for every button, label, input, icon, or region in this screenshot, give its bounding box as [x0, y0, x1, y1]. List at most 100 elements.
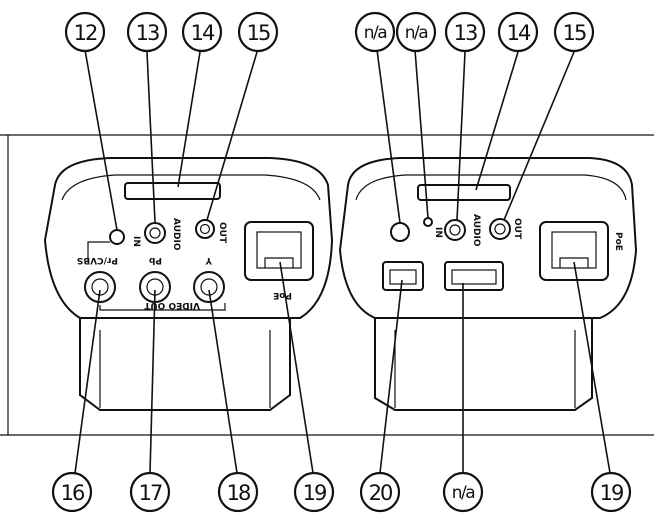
callout-number: n/a: [405, 23, 428, 43]
leader-line: [206, 51, 258, 221]
outline-detail: [389, 269, 417, 285]
callout-ring: [590, 471, 632, 513]
callout-number: n/a: [452, 483, 475, 503]
callout-ring: [442, 471, 484, 513]
callout-number: n/a: [364, 23, 387, 43]
leader-line: [149, 289, 156, 474]
callout-ring: [359, 471, 401, 513]
leader-lines: [74, 49, 611, 474]
callout-13: 13: [126, 11, 168, 53]
outline-detail: [451, 269, 497, 285]
callout-number: 18: [227, 481, 250, 505]
leader-line: [475, 51, 519, 191]
outline-detail: [264, 257, 294, 268]
callout-number: 13: [454, 21, 477, 45]
outline-detail: [149, 227, 161, 239]
right-top-slot: [417, 184, 511, 201]
callouts-top-right: n/a n/a 13 14 15: [354, 11, 595, 53]
callout-12: 12: [64, 11, 106, 53]
callout-number: 14: [507, 21, 531, 45]
leader-line: [456, 51, 466, 221]
callouts-bottom-right: 20 n/a 19: [359, 471, 632, 513]
leader-line: [279, 261, 314, 474]
callout-ring: [293, 471, 335, 513]
left-top-slot: [124, 182, 221, 200]
callout-number: 15: [563, 21, 586, 45]
callout-number: 19: [303, 481, 326, 505]
callout-ring: [444, 11, 486, 53]
right-audio-in-jack: [444, 219, 466, 241]
callout-ring: [497, 11, 539, 53]
leader-line: [573, 261, 611, 474]
leader-line: [379, 279, 403, 474]
leader-line: [208, 289, 238, 474]
callout-ring: [354, 11, 396, 53]
left-label-video-out: VIDEO OUT: [143, 300, 200, 310]
callout-na-1: n/a: [354, 11, 396, 53]
left-camera-unit: IN AUDIO OUT Pr/CVBS Pb Y VIDEO OUT PoE: [43, 157, 334, 411]
outline-detail: [355, 174, 627, 201]
outline-detail: [87, 241, 110, 262]
right-label-out: OUT: [512, 218, 522, 240]
leader-line: [74, 289, 101, 474]
callout-ring: [237, 11, 279, 53]
leader-line: [414, 49, 429, 219]
callout-na-2: n/a: [395, 11, 437, 53]
leader-line: [146, 51, 156, 223]
callout-ring: [217, 471, 259, 513]
left-label-pb: Pb: [148, 255, 162, 265]
right-connector-na: [444, 261, 504, 291]
right-na-led: [423, 217, 433, 227]
callout-ring: [126, 11, 168, 53]
outline-detail: [494, 223, 506, 235]
callout-ring: [129, 471, 171, 513]
right-audio-out-jack: [489, 218, 511, 240]
right-label-in: IN: [433, 227, 443, 238]
outline-detail: [99, 303, 226, 311]
callouts-bottom-left: 16 17 18 19: [51, 471, 335, 513]
callout-14: 14: [181, 11, 223, 53]
outline-detail: [559, 257, 589, 268]
background-frame: [0, 134, 654, 436]
callouts-top-left: 12 13 14 15: [64, 11, 279, 53]
left-audio-in-jack: [144, 222, 166, 244]
outline-detail: [61, 174, 321, 201]
callout-number: 19: [600, 481, 623, 505]
callout-number: 17: [139, 481, 162, 505]
callout-ring: [51, 471, 93, 513]
callout-16: 16: [51, 471, 93, 513]
outline-detail: [199, 223, 211, 235]
outline-detail: [551, 231, 597, 269]
right-na-jack: [390, 222, 410, 242]
callout-number: 15: [247, 21, 270, 45]
left-pr-small-jack: [109, 229, 125, 245]
left-pr-cvbs-jack: [84, 271, 116, 303]
right-label-poe: PoE: [613, 232, 623, 251]
right-poe-port: [539, 221, 609, 281]
leader-line: [376, 49, 401, 224]
callout-14-right: 14: [497, 11, 539, 53]
leader-line: [177, 51, 201, 188]
callout-ring: [181, 11, 223, 53]
callout-ring: [553, 11, 595, 53]
right-connector-20: [382, 261, 424, 291]
callout-17: 17: [129, 471, 171, 513]
callout-number: 13: [136, 21, 159, 45]
outline-detail: [256, 231, 302, 269]
right-camera-unit: IN AUDIO OUT PoE: [338, 157, 638, 411]
callout-13-right: 13: [444, 11, 486, 53]
outline-detail: [449, 224, 461, 236]
left-label-poe: PoE: [273, 290, 292, 300]
right-label-audio: AUDIO: [471, 214, 481, 247]
callout-18: 18: [217, 471, 259, 513]
leader-line: [84, 49, 118, 231]
left-poe-port: [244, 221, 314, 281]
callout-na-bottom: n/a: [442, 471, 484, 513]
callout-ring: [395, 11, 437, 53]
callout-19-right: 19: [590, 471, 632, 513]
callout-number: 12: [74, 21, 97, 45]
left-y-jack: [193, 271, 225, 303]
left-label-in: IN: [131, 236, 141, 247]
left-label-out: OUT: [217, 222, 227, 244]
